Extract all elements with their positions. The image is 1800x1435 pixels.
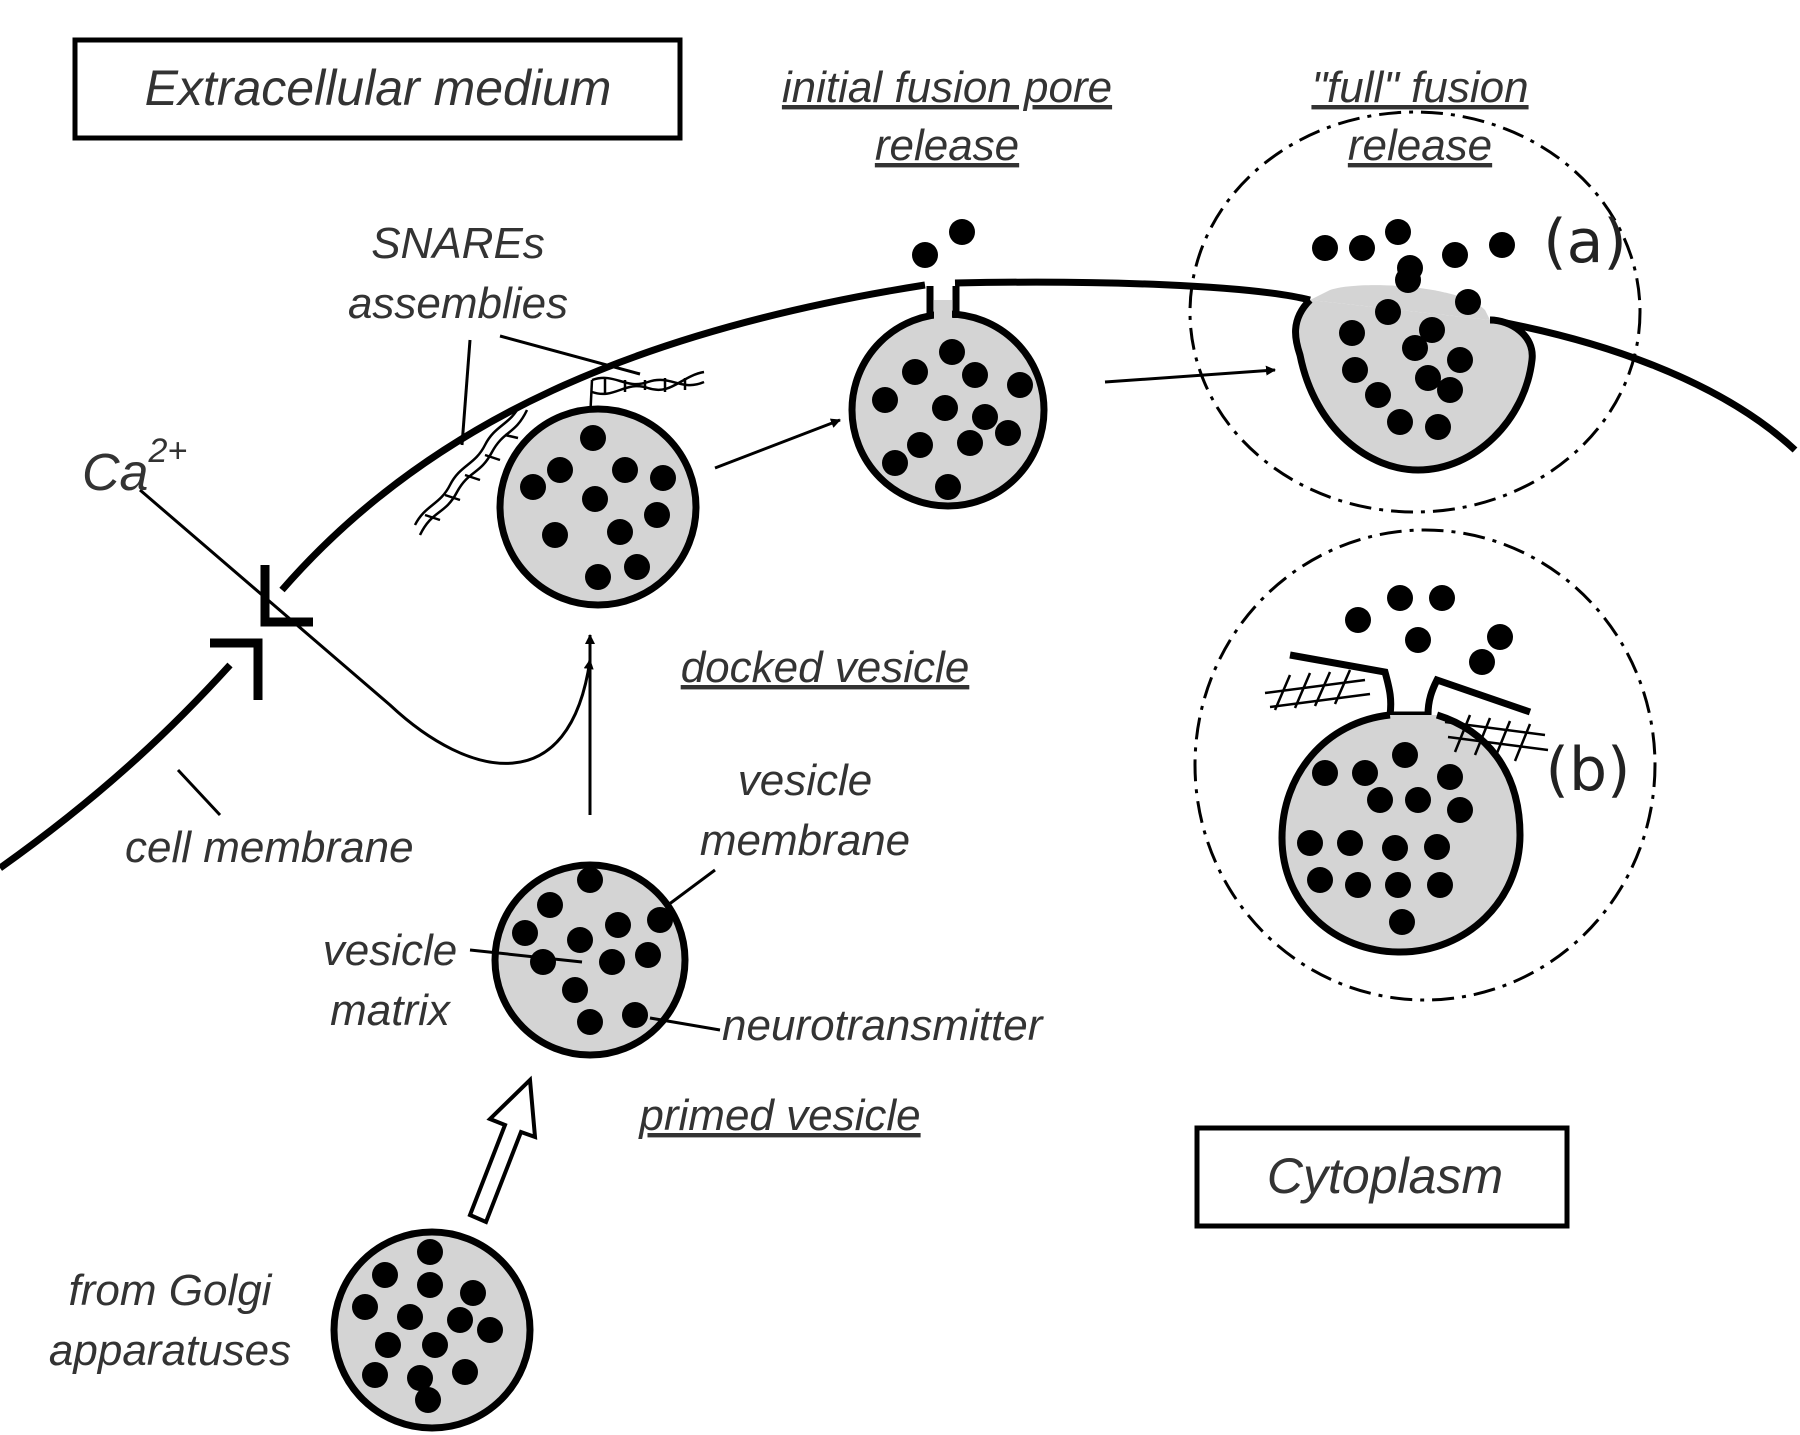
- vesicle-membrane-label-1: vesicle: [738, 756, 873, 805]
- panel-b-hatch-right: [1444, 714, 1549, 762]
- cell-membrane-label: cell membrane: [125, 823, 414, 872]
- panel-a-label: (a): [1543, 207, 1627, 277]
- cell-membrane-lower: [0, 662, 233, 871]
- golgi-label-2: apparatuses: [49, 1326, 291, 1375]
- docked-vesicle-label: docked vesicle: [681, 643, 970, 692]
- initial-fusion-label-2: release: [875, 121, 1019, 170]
- golgi-label-1: from Golgi: [69, 1266, 273, 1315]
- vesicle-membrane-pointer: [667, 868, 716, 907]
- vesicle-matrix-label-2: matrix: [330, 986, 452, 1035]
- panel-b-label: (b): [1546, 735, 1631, 805]
- arrow-docked-to-initial: [714, 418, 841, 470]
- cell-membrane-middle: [954, 278, 1311, 304]
- extracellular-label: Extracellular medium: [145, 60, 612, 116]
- initial-fusion-vesicle: [848, 219, 1048, 510]
- panel-b-vesicle: [1264, 585, 1549, 956]
- golgi-vesicle: [330, 1228, 534, 1432]
- panel-b-neurotransmitters: [1297, 742, 1473, 935]
- arrow-initial-to-full: [1104, 365, 1276, 384]
- ca-channel-upper: [260, 565, 313, 627]
- cell-membrane-upper: [279, 281, 926, 593]
- snare-helix-top: [588, 370, 705, 421]
- primed-vesicle-label: primed vesicle: [637, 1091, 920, 1140]
- initial-fusion-label-1: initial fusion pore: [782, 63, 1112, 112]
- neurotransmitter-pointer: [649, 1016, 721, 1032]
- panel-a-circle: [1188, 110, 1642, 514]
- snares-pointer-1: [460, 339, 472, 446]
- ca-label: Ca2+: [82, 432, 187, 502]
- ca-channel-lower: [210, 638, 263, 700]
- vesicle-matrix-label-1: vesicle: [323, 926, 458, 975]
- vesicle-membrane-label-2: membrane: [700, 816, 910, 865]
- extracellular-box: [72, 37, 683, 141]
- golgi-neurotransmitters: [352, 1239, 503, 1413]
- docked-neurotransmitters: [520, 425, 676, 590]
- arrow-golgi-to-primed: [467, 1075, 538, 1225]
- snare-helix-left: [413, 404, 529, 536]
- full-released: [1312, 219, 1515, 281]
- primed-neurotransmitters: [512, 867, 673, 1035]
- cytoplasm-label: Cytoplasm: [1267, 1148, 1503, 1204]
- snares-label-1: SNAREs: [371, 219, 545, 268]
- primed-vesicle: [491, 861, 689, 1059]
- docked-vesicle: [496, 405, 700, 609]
- snares-pointer-2: [499, 334, 641, 376]
- panel-b-released: [1345, 585, 1513, 675]
- cell-membrane-right: [1489, 316, 1798, 453]
- neurotransmitter-label: neurotransmitter: [722, 1001, 1045, 1050]
- vesicle-matrix-pointer: [469, 948, 583, 964]
- ca-path-line: [139, 488, 594, 765]
- full-fusion-vesicle: [1292, 219, 1536, 474]
- cell-membrane-pointer: [176, 768, 222, 817]
- cytoplasm-box: [1194, 1125, 1570, 1229]
- snares-label-2: assemblies: [348, 279, 568, 328]
- full-fusion-label-1: "full" fusion: [1311, 63, 1528, 112]
- panel-b-hatch-left: [1264, 669, 1371, 711]
- initial-neurotransmitters: [872, 339, 1033, 500]
- full-fusion-label-2: release: [1348, 121, 1492, 170]
- initial-released: [912, 219, 975, 268]
- panel-b-circle: [1193, 528, 1657, 1002]
